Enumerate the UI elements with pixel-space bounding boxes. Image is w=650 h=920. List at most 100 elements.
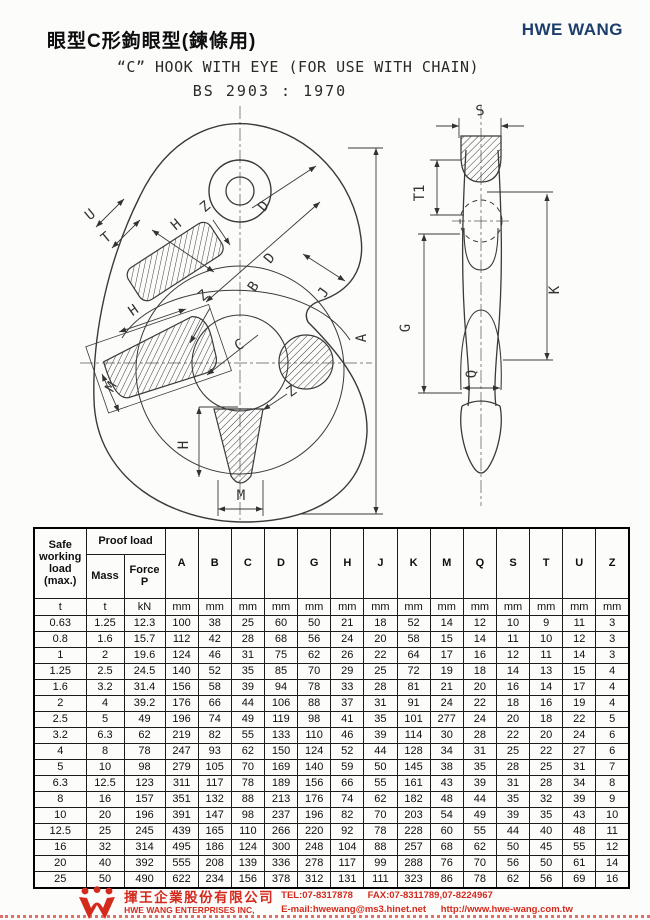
unit-cell: t [85,597,125,616]
table-cell: 104 [330,838,365,856]
table-cell: 70 [363,806,398,824]
table-cell: 70 [230,758,265,776]
table-cell: 40 [529,822,564,840]
table-cell: 82 [330,806,365,824]
unit-cell: mm [595,597,630,616]
table-cell: 93 [197,742,232,760]
table-cell: 38 [429,758,464,776]
table-cell: 25 [230,614,265,632]
dim-label-h: H [126,302,142,320]
table-cell: 54 [429,806,464,824]
table-cell: 99 [363,854,398,872]
table-cell: 20 [33,854,87,872]
col-header-b: B [197,527,232,599]
table-cell: 3 [595,646,630,664]
table-cell: 257 [396,838,431,856]
table-cell: 2.5 [33,710,87,728]
table-cell: 74 [197,710,232,728]
footer-fax: FAX:07-8311789,07-8224967 [367,890,493,902]
table-cell: 1.6 [85,630,125,648]
col-header-mass: Mass [85,553,125,599]
table-cell: 391 [164,806,199,824]
table-cell: 50 [85,870,125,888]
table-cell: 25 [85,822,125,840]
table-cell: 50 [495,838,531,856]
table-cell: 101 [396,710,431,728]
table-cell: 16 [529,694,564,712]
table-cell: 16 [85,790,125,808]
table-cell: 4 [33,742,87,760]
table-cell: 44 [462,790,497,808]
table-cell: 88 [363,838,398,856]
table-cell: 62 [123,726,166,744]
table-cell: 44 [363,742,398,760]
table-cell: 196 [297,806,332,824]
table-cell: 13 [529,662,564,680]
table-cell: 49 [123,710,166,728]
footer-website[interactable]: http://www.hwe-wang.com.tw [440,904,573,915]
table-cell: 39 [495,806,531,824]
unit-cell: kN [123,597,166,616]
table-cell: 157 [123,790,166,808]
table-cell: 69 [562,870,597,888]
table-cell: 70 [297,662,332,680]
table-cell: 39 [562,790,597,808]
unit-cell: mm [297,597,332,616]
table-cell: 48 [429,790,464,808]
table-cell: 56 [495,854,531,872]
table-cell: 19 [562,694,597,712]
table-cell: 247 [164,742,199,760]
dim-label-s: S [474,102,486,119]
table-cell: 300 [263,838,299,856]
table-cell: 41 [330,710,365,728]
table-cell: 245 [123,822,166,840]
table-cell: 15.7 [123,630,166,648]
col-header-h: H [330,527,365,599]
table-cell: 203 [396,806,431,824]
table-cell: 34 [562,774,597,792]
table-cell: 8 [33,790,87,808]
table-cell: 18 [363,614,398,632]
table-cell: 176 [297,790,332,808]
table-cell: 196 [123,806,166,824]
table-cell: 52 [197,662,232,680]
table-cell: 1 [33,646,87,664]
table-cell: 39 [363,726,398,744]
dim-label-z: Z [195,287,212,305]
table-cell: 277 [429,710,464,728]
table-cell: 139 [230,854,265,872]
dim-label-m: M [237,488,245,504]
table-cell: 495 [164,838,199,856]
subtitle-en: “C” HOOK WITH EYE (FOR USE WITH CHAIN) [116,58,480,76]
table-cell: 31 [562,758,597,776]
dim-label-t: T [98,229,115,247]
table-cell: 15 [562,662,597,680]
table-cell: 439 [164,822,199,840]
table-cell: 10 [33,806,87,824]
table-cell: 111 [363,870,398,888]
table-cell: 92 [330,822,365,840]
dim-label-u: U [82,206,99,224]
table-cell: 17 [562,678,597,696]
table-cell: 20 [495,710,531,728]
table-cell: 24 [429,694,464,712]
table-cell: 22 [562,710,597,728]
table-cell: 314 [123,838,166,856]
table-cell: 30 [429,726,464,744]
table-cell: 85 [263,662,299,680]
table-cell: 220 [297,822,332,840]
table-cell: 392 [123,854,166,872]
col-header-m: M [429,527,464,599]
table-cell: 18 [462,662,497,680]
table-cell: 5 [33,758,87,776]
col-header-t: T [529,527,564,599]
col-header-d: D [263,527,299,599]
table-cell: 114 [396,726,431,744]
table-cell: 208 [197,854,232,872]
